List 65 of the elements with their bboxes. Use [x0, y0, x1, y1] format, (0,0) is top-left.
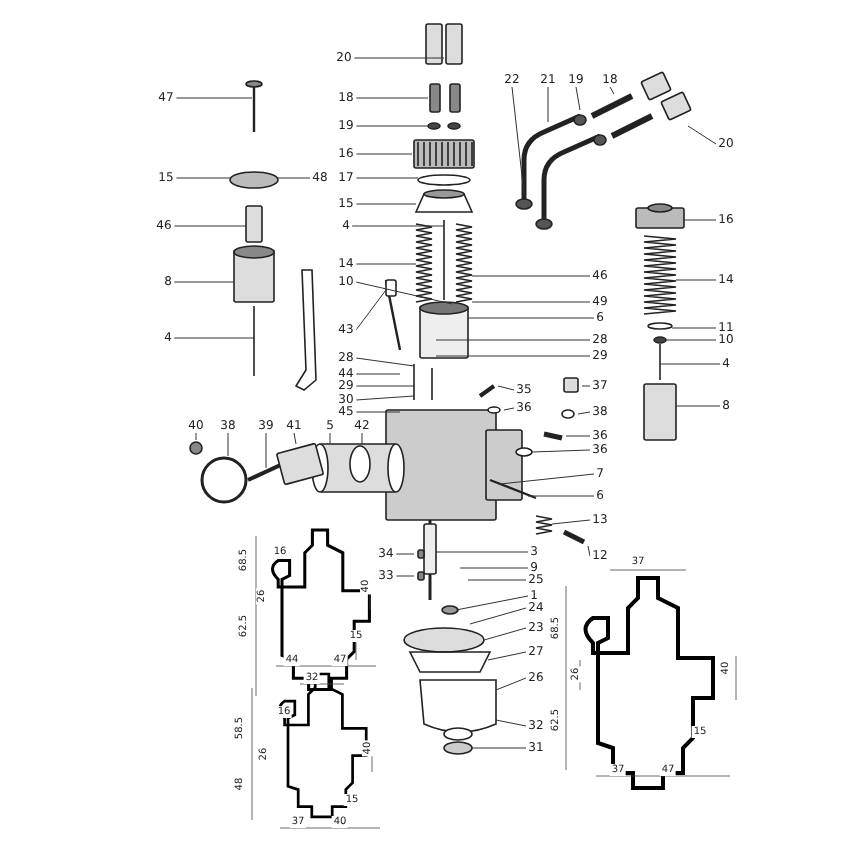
- leader-line: [195, 432, 197, 441]
- leader-line: [353, 57, 445, 59]
- leader-line: [355, 97, 429, 99]
- leader-line: [355, 395, 415, 401]
- leader-line: [355, 263, 417, 265]
- leader-line: [355, 203, 417, 205]
- leader-line: [687, 125, 717, 145]
- leader-line: [497, 385, 515, 391]
- leader-line: [675, 405, 721, 407]
- leader-line: [467, 317, 595, 319]
- leader-line: [351, 225, 445, 227]
- leader-line: [175, 97, 253, 99]
- leader-line: [277, 177, 311, 179]
- leader-line: [471, 275, 591, 277]
- leader-line: [435, 355, 591, 357]
- leader-line: [665, 339, 717, 341]
- leader-line: [581, 385, 591, 387]
- leader-line: [471, 301, 591, 303]
- leader-line: [355, 153, 413, 155]
- leader-line: [355, 385, 415, 387]
- leader-line: [503, 407, 515, 411]
- leader-line: [435, 551, 529, 553]
- leader-line: [547, 86, 549, 123]
- leader-line: [355, 281, 453, 305]
- leader-line: [173, 281, 235, 283]
- leader-line: [355, 357, 415, 367]
- leader-line: [355, 411, 401, 413]
- leader-line: [487, 651, 527, 661]
- leader-line: [551, 519, 591, 525]
- leader-line: [511, 86, 525, 195]
- leader-line: [469, 607, 527, 625]
- leader-line: [361, 432, 363, 445]
- leader-line: [455, 595, 529, 611]
- leader-line: [565, 435, 591, 437]
- leader-line: [329, 432, 331, 445]
- leader-line: [527, 495, 595, 497]
- leader-line: [495, 719, 527, 727]
- leader-line: [577, 411, 591, 415]
- leader-line: [355, 125, 429, 127]
- leader-line: [395, 575, 415, 577]
- leader-line: [671, 327, 717, 329]
- leader-line: [293, 432, 297, 445]
- leader-line: [495, 677, 527, 691]
- leader-line: [575, 86, 581, 111]
- leader-line: [471, 747, 527, 749]
- leader-line: [227, 432, 229, 457]
- leader-line: [435, 339, 591, 341]
- leader-line: [459, 567, 529, 569]
- leader-line: [173, 337, 255, 339]
- leader-line: [265, 432, 267, 469]
- leader-line: [355, 177, 419, 179]
- leader-line: [355, 373, 401, 375]
- leader-line: [683, 219, 717, 221]
- leader-line: [609, 86, 615, 95]
- leader-line: [483, 627, 527, 641]
- leader-line: [395, 553, 415, 555]
- leader-line: [173, 225, 247, 227]
- leader-line: [531, 449, 591, 453]
- leader-line: [659, 363, 721, 365]
- leader-line: [467, 579, 527, 581]
- leader-line: [355, 289, 387, 331]
- leader-line: [499, 473, 595, 485]
- leader-line: [175, 177, 231, 179]
- leader-line: [587, 545, 591, 557]
- leader-line: [675, 279, 717, 281]
